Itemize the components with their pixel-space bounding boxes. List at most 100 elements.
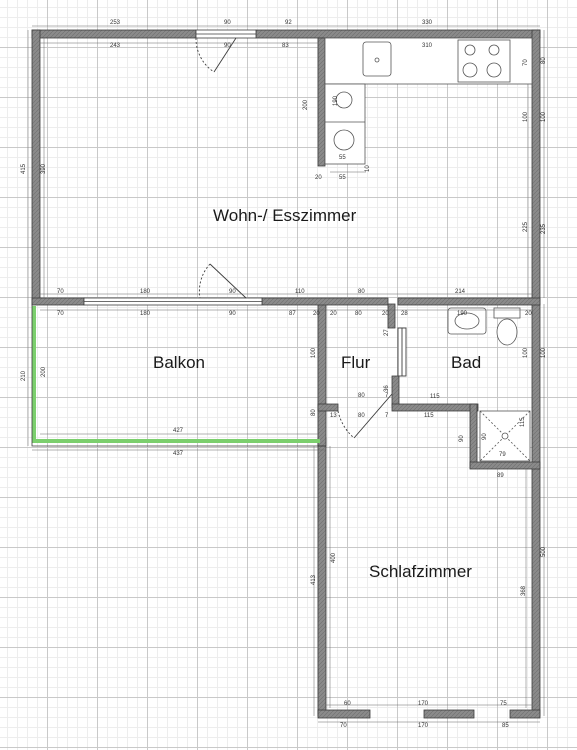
dimension-lines bbox=[27, 25, 545, 723]
wall-right-bath bbox=[531, 303, 541, 717]
window-balcony bbox=[83, 297, 263, 306]
dim-label: 20 bbox=[330, 311, 337, 317]
dim-label: 20 bbox=[382, 311, 389, 317]
dim-label: 80 bbox=[358, 289, 365, 295]
wall-living-balcony-2 bbox=[261, 297, 389, 306]
dim-label: 90 bbox=[229, 311, 236, 317]
dim-label: 10 bbox=[365, 165, 371, 172]
wall-top-mid bbox=[255, 29, 541, 39]
wall-hall-bedroom bbox=[317, 403, 339, 412]
dim-label: 60 bbox=[344, 701, 351, 707]
dim-label: 80 bbox=[358, 393, 365, 399]
dim-label: 7 bbox=[385, 393, 389, 399]
dim-label: 20 bbox=[525, 311, 532, 317]
wall-bath-bottom bbox=[391, 403, 479, 412]
wall-shower-bottom bbox=[469, 461, 541, 470]
dim-label: 390 bbox=[41, 163, 47, 174]
toilet-bowl bbox=[496, 318, 518, 346]
dim-label: 75 bbox=[500, 701, 507, 707]
stove-ring-3 bbox=[462, 62, 478, 78]
dim-label: 87 bbox=[289, 311, 296, 317]
kitchen bbox=[324, 37, 533, 165]
wall-hall-left bbox=[317, 303, 327, 447]
stove-ring-1 bbox=[464, 44, 476, 56]
dim-label: 80 bbox=[358, 413, 365, 419]
dim-label: 115 bbox=[424, 413, 434, 419]
wall-bedroom-bottom-2 bbox=[423, 709, 475, 719]
window-top bbox=[195, 29, 257, 39]
dim-label: 83 bbox=[282, 43, 289, 49]
wall-bedroom-bottom-1 bbox=[317, 709, 371, 719]
wall-right-upper bbox=[531, 29, 541, 305]
wall-hall-bath-upper bbox=[387, 303, 396, 329]
dim-label: 100 bbox=[523, 347, 529, 358]
shower-drain bbox=[501, 432, 509, 440]
dim-label: 20 bbox=[315, 175, 322, 181]
dim-label: 90 bbox=[224, 43, 231, 49]
dim-label: 90 bbox=[459, 435, 465, 442]
stove-ring-2 bbox=[488, 44, 500, 56]
dim-label: 110 bbox=[295, 289, 305, 295]
dim-label: 214 bbox=[455, 289, 466, 295]
dim-label: 115 bbox=[520, 417, 526, 427]
dim-label: 368 bbox=[521, 585, 527, 596]
dim-label: 85 bbox=[502, 723, 509, 729]
dim-label: 92 bbox=[285, 20, 292, 26]
dim-label: 190 bbox=[457, 311, 468, 317]
dim-label: 100 bbox=[523, 111, 529, 122]
dim-label: 427 bbox=[173, 428, 184, 434]
bath-fixtures bbox=[447, 307, 531, 462]
wall-bedroom-bottom-3 bbox=[509, 709, 541, 719]
dim-label: 90 bbox=[229, 289, 236, 295]
room-label-bedroom: Schlafzimmer bbox=[369, 562, 472, 581]
balcony-outline bbox=[31, 304, 326, 447]
wall-bedroom-left bbox=[317, 437, 327, 717]
wall-living-balcony-1 bbox=[31, 297, 85, 306]
dim-label: 437 bbox=[173, 451, 184, 457]
dim-label: 180 bbox=[140, 289, 151, 295]
wall-top-left bbox=[31, 29, 197, 39]
dim-label: 100 bbox=[311, 347, 317, 358]
dishwasher-drum bbox=[333, 129, 355, 151]
dim-label: 115 bbox=[430, 394, 440, 400]
room-label-hall: Flur bbox=[341, 353, 371, 372]
wall-living-bath bbox=[397, 297, 541, 306]
dim-label: 27 bbox=[384, 329, 390, 336]
dim-label: 70 bbox=[340, 723, 347, 729]
dim-label: 330 bbox=[422, 20, 433, 26]
stove-ring-4 bbox=[486, 62, 502, 78]
room-label-balcony: Balkon bbox=[153, 353, 205, 372]
dim-label: 200 bbox=[303, 99, 309, 110]
room-label-living: Wohn-/ Esszimmer bbox=[213, 206, 357, 225]
dim-label: 415 bbox=[21, 163, 27, 174]
dim-label: 90 bbox=[224, 20, 231, 26]
dim-label: 20 bbox=[313, 311, 320, 317]
dim-label: 170 bbox=[418, 723, 429, 729]
dim-label: 28 bbox=[401, 311, 408, 317]
wall-shower-left bbox=[469, 403, 478, 469]
dim-label: 243 bbox=[110, 43, 121, 49]
dim-label: 253 bbox=[110, 20, 121, 26]
dim-label: 90 bbox=[482, 433, 488, 440]
toilet-tank bbox=[493, 307, 521, 319]
dim-label: 500 bbox=[541, 546, 547, 557]
dim-label: 55 bbox=[339, 155, 346, 161]
dim-label: 36 bbox=[384, 385, 390, 392]
dim-label: 55 bbox=[339, 175, 346, 181]
dim-label: 190 bbox=[333, 95, 339, 106]
doors bbox=[195, 37, 407, 439]
dim-label: 80 bbox=[311, 409, 317, 416]
dim-label: 7 bbox=[385, 413, 389, 419]
dim-label: 70 bbox=[57, 289, 64, 295]
dim-label: 100 bbox=[541, 347, 547, 358]
wall-hall-bath-lower bbox=[391, 375, 400, 407]
wall-left-living bbox=[31, 29, 41, 305]
dim-label: 80 bbox=[355, 311, 362, 317]
dim-label: 170 bbox=[418, 701, 429, 707]
dim-label: 200 bbox=[41, 366, 47, 377]
dim-label: 13 bbox=[330, 413, 337, 419]
room-label-bath: Bad bbox=[451, 353, 482, 372]
dim-label: 210 bbox=[21, 370, 27, 381]
dim-label: 180 bbox=[140, 311, 151, 317]
wash-basin-bowl bbox=[454, 312, 480, 330]
